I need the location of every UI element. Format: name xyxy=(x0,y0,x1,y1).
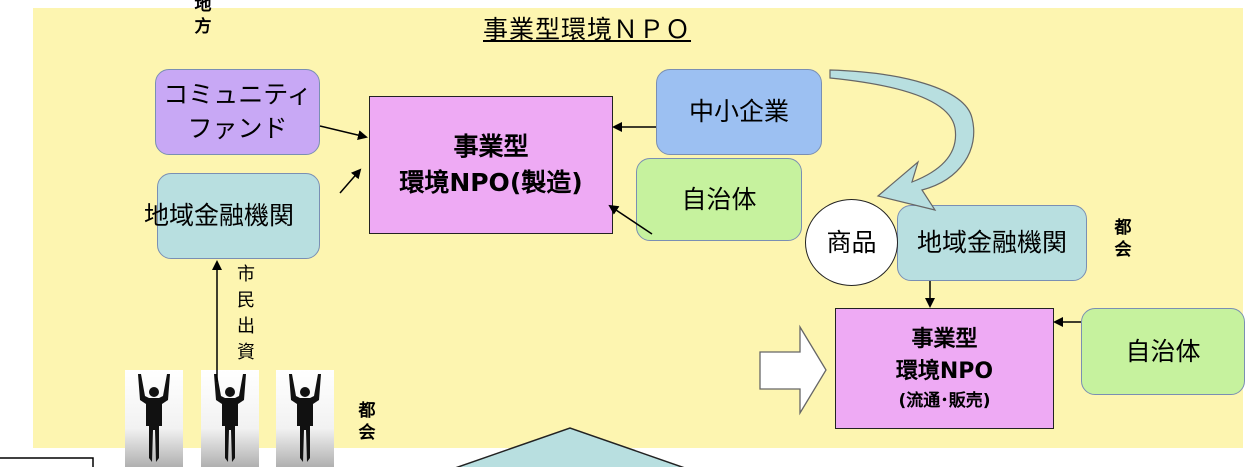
label-tokai-right-char-2: 会 xyxy=(1114,240,1132,260)
label-chihou-char-2: 方 xyxy=(194,17,212,37)
npo-manufacturing-line-2: 環境NPO(製造) xyxy=(399,165,582,201)
person-silhouette-icon xyxy=(214,374,246,462)
product-ellipse: 商品 xyxy=(805,199,898,286)
municipality-bottom-label: 自治体 xyxy=(1125,336,1201,366)
label-tokai-bottom-char-1: 都 xyxy=(358,401,376,421)
label-shimin-char-1: 市 xyxy=(237,264,255,285)
local-bank-left-box: 地域金融機関 xyxy=(144,173,320,259)
person-image-1 xyxy=(125,370,183,467)
npo-sales-line-1: 事業型 xyxy=(911,326,978,352)
municipality-bottom-box: 自治体 xyxy=(1081,308,1245,395)
label-shimin-char-2: 民 xyxy=(237,290,255,311)
label-tokai-bottom-char-2: 会 xyxy=(358,423,376,443)
npo-manufacturing-box: 事業型 環境NPO(製造) xyxy=(369,96,613,234)
label-shimin-shusshi: 市 民 出 資 xyxy=(235,262,257,366)
community-fund-box: コミュニティ ファンド xyxy=(155,69,320,155)
label-shimin-char-3: 出 xyxy=(237,316,255,337)
npo-manufacturing-suffix: (製造) xyxy=(509,168,583,197)
npo-sales-line-3: (流通･販売) xyxy=(898,390,991,411)
label-tokai-bottom: 都 会 xyxy=(357,400,377,444)
label-tokai-right: 都 会 xyxy=(1113,217,1133,261)
community-fund-line-2: ファンド xyxy=(187,114,288,143)
npo-manufacturing-name: 環境NPO xyxy=(399,168,510,197)
person-image-2 xyxy=(201,370,259,467)
npo-manufacturing-line-1: 事業型 xyxy=(453,132,529,161)
npo-sales-line-2: 環境NPO xyxy=(895,358,994,384)
person-silhouette-icon xyxy=(138,374,170,462)
person-silhouette-icon xyxy=(289,374,321,462)
local-bank-right-box: 地域金融機関 xyxy=(897,205,1087,281)
local-bank-right-label: 地域金融機関 xyxy=(916,228,1067,257)
label-shimin-char-4: 資 xyxy=(237,342,255,363)
bottom-left-box xyxy=(0,457,94,467)
label-chihou: 地 方 xyxy=(193,0,213,38)
municipality-top-box: 自治体 xyxy=(636,158,802,241)
municipality-top-label: 自治体 xyxy=(681,184,757,214)
sme-box: 中小企業 xyxy=(656,69,822,155)
community-fund-line-1: コミュニティ xyxy=(163,80,312,109)
diagram-title: 事業型環境ＮＰＯ xyxy=(483,15,692,44)
person-image-3 xyxy=(276,370,334,467)
product-label: 商品 xyxy=(826,227,877,257)
label-tokai-right-char-1: 都 xyxy=(1114,218,1132,238)
sme-label: 中小企業 xyxy=(688,97,789,126)
label-chihou-char-1: 地 xyxy=(194,0,212,15)
npo-sales-box: 事業型 環境NPO (流通･販売) xyxy=(835,308,1054,429)
local-bank-left-label: 地域金融機関 xyxy=(144,201,295,230)
